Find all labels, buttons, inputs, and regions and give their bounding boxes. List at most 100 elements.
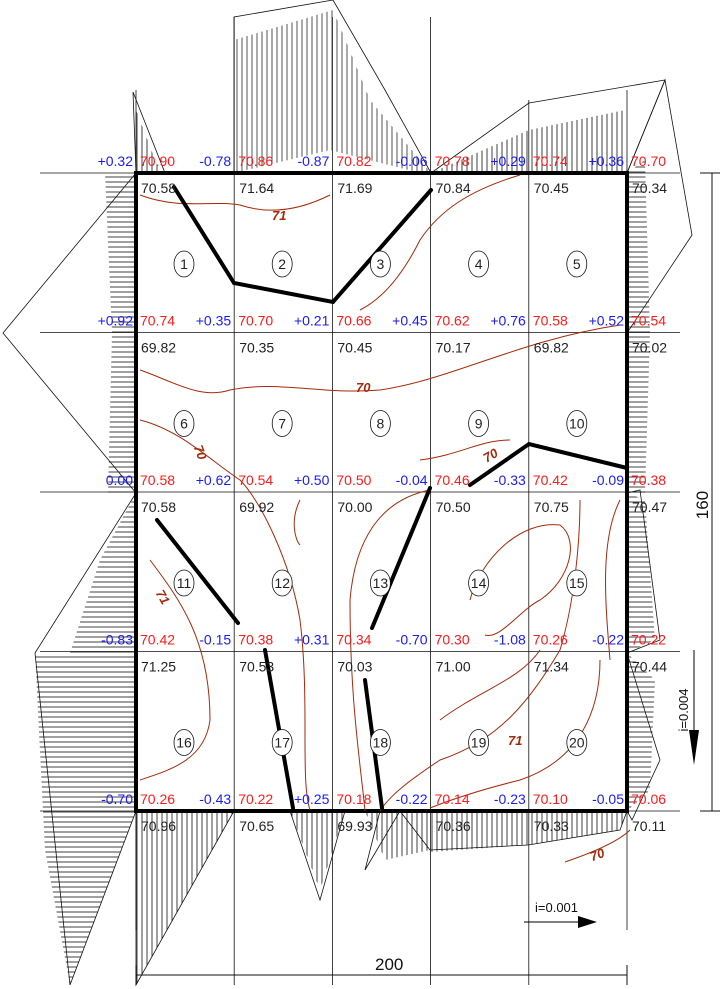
cell-number-circle	[271, 410, 293, 437]
existing-elevation: 70.65	[239, 818, 274, 834]
work-mark: 0.00	[106, 472, 133, 488]
cell-number-label: 12	[274, 575, 290, 591]
design-elevation: 70.42	[140, 632, 175, 648]
cell-number: 19	[468, 729, 490, 756]
cell-number: 5	[566, 250, 588, 278]
design-elevation: 70.14	[435, 791, 470, 807]
cell-number: 18	[369, 729, 391, 756]
dimension-height-label: 160	[693, 491, 712, 519]
existing-elevation: 71.69	[337, 180, 372, 196]
work-mark: -0.43	[199, 791, 231, 807]
cell-number-circle	[566, 729, 588, 756]
existing-elevation: 70.00	[337, 499, 372, 515]
existing-elevation: 71.25	[141, 659, 176, 675]
existing-elevation: 70.17	[436, 340, 471, 356]
work-mark: +0.92	[98, 313, 134, 329]
cell-number-label: 3	[377, 256, 385, 272]
existing-elevation: 70.75	[534, 499, 569, 515]
design-elevation: 70.22	[238, 791, 273, 807]
work-mark: -0.06	[396, 153, 428, 169]
work-mark: +0.62	[196, 472, 232, 488]
existing-elevation: 71.00	[436, 659, 471, 675]
existing-elevation: 70.96	[141, 818, 176, 834]
dimension-width-label: 200	[375, 955, 403, 974]
design-elevation: 70.54	[238, 472, 273, 488]
work-mark: +0.35	[196, 313, 232, 329]
contour-label: 71	[272, 208, 286, 223]
cell-number-label: 17	[274, 735, 290, 751]
work-mark: +0.36	[589, 153, 625, 169]
design-elevation: 70.86	[238, 153, 273, 169]
cell-number-circle	[271, 569, 293, 597]
contour-label: 71	[153, 587, 173, 607]
slope-arrow-x	[524, 916, 597, 928]
work-mark: +0.21	[294, 313, 330, 329]
cell-number: 20	[566, 729, 588, 756]
design-elevation: 70.42	[533, 472, 568, 488]
existing-elevation: 70.03	[337, 659, 372, 675]
design-elevation: 70.58	[533, 313, 568, 329]
cell-number: 9	[468, 410, 490, 437]
design-elevation: 70.70	[631, 153, 666, 169]
cell-number-label: 11	[177, 575, 192, 591]
work-mark: +0.32	[98, 153, 134, 169]
existing-elevation: 70.50	[436, 499, 471, 515]
cell-number-label: 4	[475, 256, 483, 272]
cell-number-circle	[173, 250, 195, 278]
design-elevation: 70.46	[435, 472, 470, 488]
design-elevation: 70.62	[435, 313, 470, 329]
cell-number: 2	[271, 250, 293, 278]
cell-number-circle	[369, 569, 391, 597]
cell-number: 3	[369, 250, 391, 278]
work-mark: -0.22	[396, 791, 428, 807]
cell-number-label: 2	[278, 256, 286, 272]
cell-number-circle	[468, 729, 490, 756]
cell-number: 15	[566, 569, 588, 597]
design-elevation: 70.22	[631, 632, 666, 648]
cell-number-label: 13	[373, 575, 389, 591]
cell-number-label: 19	[471, 735, 487, 751]
existing-elevation: 70.44	[632, 659, 667, 675]
contour-lines	[139, 174, 631, 863]
cell-number: 16	[173, 729, 195, 756]
cell-number-circle	[468, 569, 490, 597]
cell-number-label: 20	[569, 735, 585, 751]
contour-label: 70	[356, 380, 371, 395]
cell-number-circle	[468, 250, 490, 278]
cell-number-circle	[173, 729, 195, 756]
design-elevation: 70.30	[435, 632, 470, 648]
cell-number-label: 16	[176, 735, 192, 751]
existing-elevation: 70.35	[239, 340, 274, 356]
existing-elevation: 69.93	[337, 818, 372, 834]
existing-elevation: 70.45	[534, 180, 569, 196]
existing-elevation: 70.34	[632, 180, 667, 196]
cell-number-circle	[566, 250, 588, 278]
work-mark: -0.04	[396, 472, 428, 488]
contour-label: 71	[508, 733, 522, 748]
work-mark: -0.87	[297, 153, 329, 169]
existing-elevation: 70.02	[632, 340, 667, 356]
cell-number: 6	[173, 410, 195, 437]
cell-number: 8	[369, 410, 391, 437]
cell-number: 14	[468, 569, 490, 597]
existing-elevation: 71.64	[239, 180, 274, 196]
dimension-height	[700, 172, 720, 812]
design-elevation: 70.90	[140, 153, 175, 169]
existing-elevation: 69.92	[239, 499, 274, 515]
dimension-width	[135, 965, 628, 985]
work-mark: +0.50	[294, 472, 330, 488]
slope-x-label: i=0.001	[535, 900, 578, 915]
design-elevation: 70.82	[336, 153, 371, 169]
cell-number-circle	[369, 250, 391, 278]
work-mark: -0.33	[494, 472, 526, 488]
cell-number-label: 10	[569, 416, 585, 432]
site-boundary	[134, 171, 629, 813]
cell-number-circle	[369, 729, 391, 756]
design-elevation: 70.50	[336, 472, 371, 488]
cell-number-label: 14	[471, 575, 487, 591]
existing-elevation: 70.58	[141, 499, 176, 515]
cell-number-label: 8	[377, 416, 385, 432]
cell-number-label: 6	[180, 416, 188, 432]
